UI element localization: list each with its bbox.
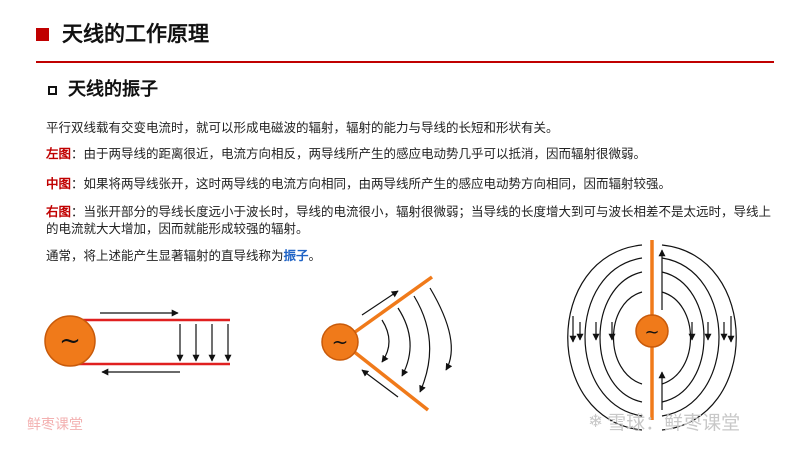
signal-source — [635, 314, 669, 348]
middle-diagram: ~ — [321, 275, 453, 412]
snowball-icon: ❄ — [588, 411, 604, 432]
field-line — [661, 244, 737, 431]
section-title: 天线的振子 — [68, 79, 158, 100]
intro-paragraph: 平行双线载有交变电流时，就可以形成电磁波的辐射，辐射的能力与导线的长短和形状有关… — [46, 120, 559, 135]
conclusion-end: 。 — [308, 248, 322, 263]
middle-figure-text: ：如果将两导线张开，这时两导线的电流方向相同，由两导线所产生的感应电动势方向相同… — [71, 176, 672, 191]
conclusion-paragraph: 通常，将上述能产生显著辐射的直导线称为振子。 — [46, 247, 776, 264]
right-diagram: ~ — [567, 240, 737, 431]
source-symbol: ~ — [59, 326, 81, 356]
left-figure-text: ：由于两导线的距离很近，电流方向相反，两导线所产生的感应电动势几乎可以抵消，因而… — [71, 146, 647, 161]
page-title: 天线的工作原理 — [62, 22, 209, 46]
upper-arm — [346, 275, 434, 339]
upper-current-arrow — [361, 290, 399, 316]
source-symbol: ~ — [644, 322, 659, 343]
right-figure-paragraph: 右图：当张开部分的导线长度远小于波长时，导线的电流很小，辐射很微弱；当导线的长度… — [46, 203, 776, 237]
watermark-right: ❄ 雪球：鲜枣课堂 — [588, 408, 740, 435]
left-figure-label: 左图 — [46, 146, 72, 161]
lower-arm — [346, 345, 430, 412]
right-figure-text: ：当张开部分的导线长度远小于波长时，导线的电流很小，辐射很微弱；当导线的长度增大… — [46, 204, 772, 236]
watermark-left: 鲜枣课堂 — [27, 417, 83, 433]
watermark-right-text: 雪球：鲜枣课堂 — [607, 412, 741, 434]
conclusion-text: 通常，将上述能产生显著辐射的直导线称为 — [46, 248, 284, 263]
field-line — [567, 244, 643, 431]
field-line — [584, 257, 643, 417]
section-bullet — [48, 86, 57, 95]
lower-current-arrow — [361, 369, 399, 398]
right-figure-label: 右图 — [46, 204, 72, 219]
signal-source — [44, 315, 96, 367]
field-line — [413, 295, 431, 393]
source-symbol: ~ — [332, 330, 349, 354]
field-line — [429, 287, 453, 371]
left-diagram: ~ — [44, 309, 232, 376]
title-marker — [36, 28, 49, 41]
field-line — [661, 271, 705, 403]
left-figure-paragraph: 左图：由于两导线的距离很近，电流方向相反，两导线所产生的感应电动势几乎可以抵消，… — [46, 145, 776, 162]
field-line — [397, 307, 411, 377]
field-line — [661, 257, 720, 417]
title-divider — [36, 61, 774, 63]
dipole-term: 振子 — [283, 248, 309, 263]
middle-figure-paragraph: 中图：如果将两导线张开，这时两导线的电流方向相同，由两导线所产生的感应电动势方向… — [46, 175, 776, 192]
signal-source — [321, 323, 359, 361]
field-line — [599, 271, 643, 403]
middle-figure-label: 中图 — [46, 176, 72, 191]
field-line — [381, 319, 390, 363]
